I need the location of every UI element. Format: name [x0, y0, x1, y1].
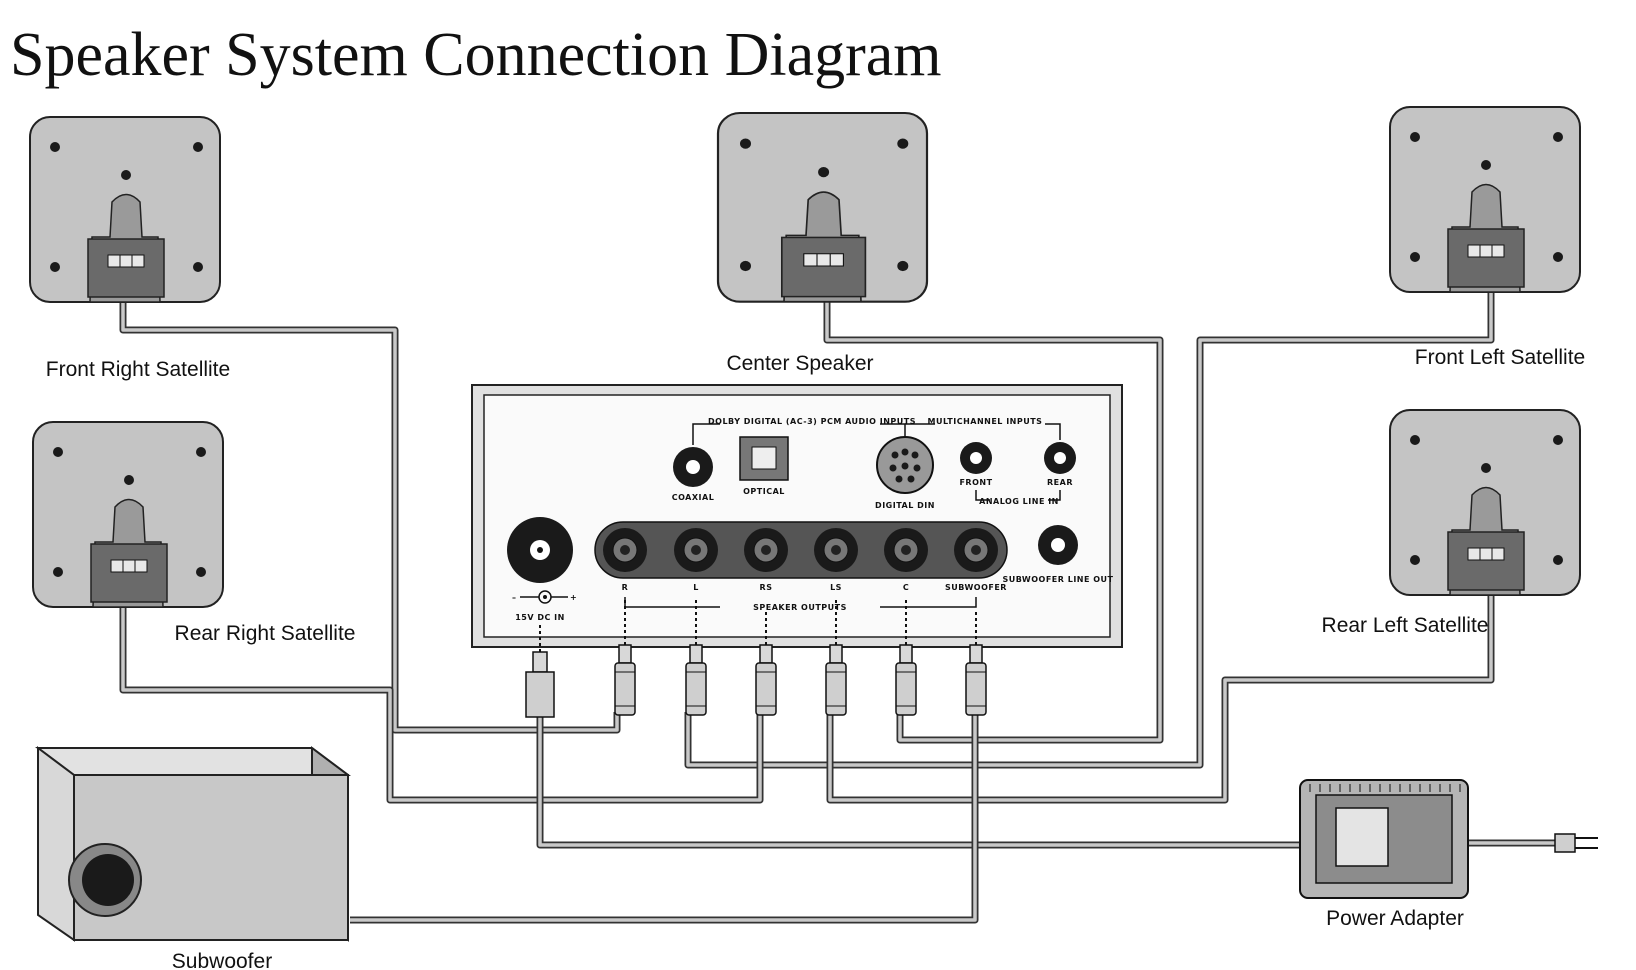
- output-l-label: L: [693, 583, 699, 592]
- rca-plug-subwoofer-icon: [965, 644, 987, 716]
- analog-front-jack[interactable]: [960, 442, 992, 474]
- speaker-output-strip: [594, 521, 1008, 579]
- output-jack-c[interactable]: [883, 527, 929, 573]
- output-jack-r[interactable]: [602, 527, 648, 573]
- output-jack-ls[interactable]: [813, 527, 859, 573]
- rear-right-label: Rear Right Satellite: [175, 622, 356, 645]
- output-r-label: R: [622, 583, 629, 592]
- output-ls-label: LS: [830, 583, 842, 592]
- front-left-satellite: Front Left Satellite: [1389, 106, 1585, 369]
- front-right-label: Front Right Satellite: [46, 358, 230, 381]
- coaxial-label: COAXIAL: [672, 493, 715, 502]
- output-rs-label: RS: [760, 583, 773, 592]
- dc-in-label: 15V DC IN: [515, 613, 565, 622]
- speaker-outputs-label: SPEAKER OUTPUTS: [753, 603, 847, 612]
- subwoofer-label: Subwoofer: [172, 950, 272, 970]
- output-jack-subwoofer[interactable]: [953, 527, 999, 573]
- digital-din-label: DIGITAL DIN: [875, 501, 935, 510]
- output-jack-l[interactable]: [673, 527, 719, 573]
- analog-rear-jack[interactable]: [1044, 442, 1076, 474]
- subwoofer-line-out-jack[interactable]: [1038, 525, 1078, 565]
- power-adapter-label: Power Adapter: [1326, 907, 1464, 930]
- multichannel-group-label: MULTICHANNEL INPUTS: [928, 417, 1043, 426]
- power-adapter: Power Adapter: [1299, 779, 1598, 930]
- front-input-label: FRONT: [959, 478, 992, 487]
- front-left-label: Front Left Satellite: [1415, 346, 1585, 369]
- rear-left-satellite: Rear Left Satellite: [1322, 409, 1581, 637]
- dc-plug-icon: [525, 651, 555, 718]
- speaker-wires: [119, 290, 1555, 924]
- dc-polarity-icon: – +: [512, 590, 577, 604]
- output-jack-rs[interactable]: [743, 527, 789, 573]
- digital-din-port[interactable]: [876, 436, 934, 494]
- subwoofer-line-out-label: SUBWOOFER LINE OUT: [1003, 575, 1114, 584]
- front-right-satellite: Front Right Satellite: [29, 116, 230, 381]
- diagram-title: Speaker System Connection Diagram: [10, 21, 942, 89]
- svg-text:+: +: [570, 593, 577, 602]
- rear-right-satellite: Rear Right Satellite: [32, 421, 356, 645]
- rca-plug-rs-icon: [755, 644, 777, 716]
- dc-in-jack[interactable]: [507, 517, 573, 583]
- optical-label: OPTICAL: [743, 487, 785, 496]
- rca-plug-r-icon: [614, 644, 636, 716]
- rear-left-label: Rear Left Satellite: [1322, 614, 1489, 637]
- dolby-group-label: DOLBY DIGITAL (AC-3) PCM AUDIO INPUTS: [708, 417, 916, 426]
- rca-plug-l-icon: [685, 644, 707, 716]
- center-speaker: Center Speaker: [716, 111, 929, 375]
- output-c-label: C: [903, 583, 909, 592]
- rear-input-label: REAR: [1047, 478, 1073, 487]
- rca-plug-ls-icon: [825, 644, 847, 716]
- center-speaker-label: Center Speaker: [726, 352, 873, 375]
- output-subwoofer-label: SUBWOOFER: [945, 583, 1007, 592]
- svg-text:–: –: [512, 593, 517, 602]
- subwoofer: Subwoofer: [35, 746, 351, 970]
- amplifier-panel: DOLBY DIGITAL (AC-3) PCM AUDIO INPUTS MU…: [471, 384, 1123, 655]
- coaxial-jack[interactable]: [673, 447, 713, 487]
- rca-plug-c-icon: [895, 644, 917, 716]
- optical-port[interactable]: [739, 436, 789, 481]
- wall-plug-icon: [1554, 833, 1598, 853]
- analog-line-in-label: ANALOG LINE IN: [979, 497, 1059, 506]
